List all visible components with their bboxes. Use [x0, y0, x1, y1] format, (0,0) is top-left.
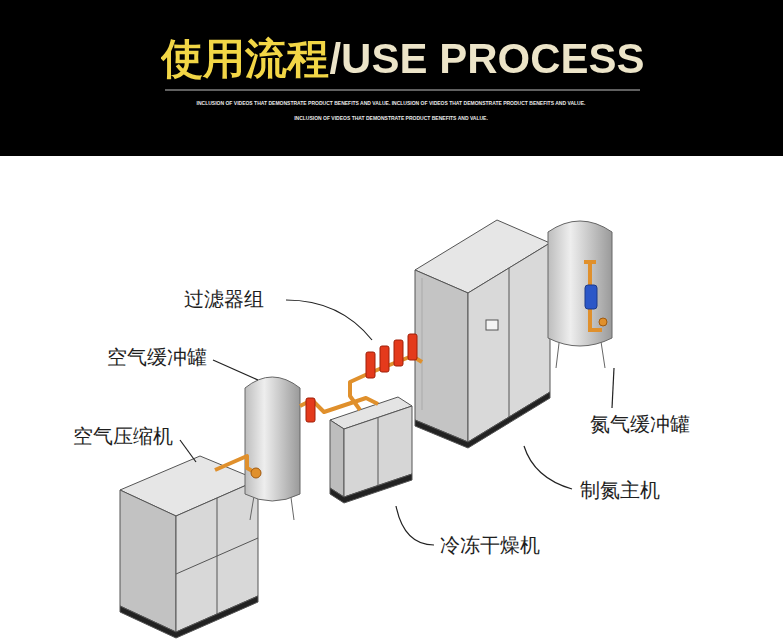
- nitrogen-generator: [415, 220, 550, 448]
- part-label: 过滤器组: [184, 287, 264, 311]
- title-rule: [165, 90, 640, 91]
- valve: [251, 468, 261, 478]
- header-note: INCLUSION OF VIDEOS THAT DEMONSTRATE PRO…: [197, 101, 586, 106]
- header-note: INCLUSION OF VIDEOS THAT DEMONSTRATE PRO…: [294, 116, 488, 121]
- refrigerated-dryer: [330, 397, 412, 503]
- part-label: 空气压缩机: [73, 424, 173, 448]
- page-title: 使用流程/USE PROCESS: [161, 36, 644, 82]
- part-label: 氮气缓冲罐: [590, 412, 690, 436]
- filter-group: [306, 334, 417, 422]
- part-label: 制氮主机: [580, 478, 660, 502]
- part-label: 空气缓冲罐: [107, 345, 207, 369]
- air-tank: [245, 377, 300, 520]
- nitrogen-tank: [548, 221, 612, 368]
- pipes: [215, 356, 422, 474]
- air-compressor: [120, 456, 258, 638]
- part-label: 冷冻干燥机: [440, 533, 540, 557]
- leader-lines: [180, 300, 614, 545]
